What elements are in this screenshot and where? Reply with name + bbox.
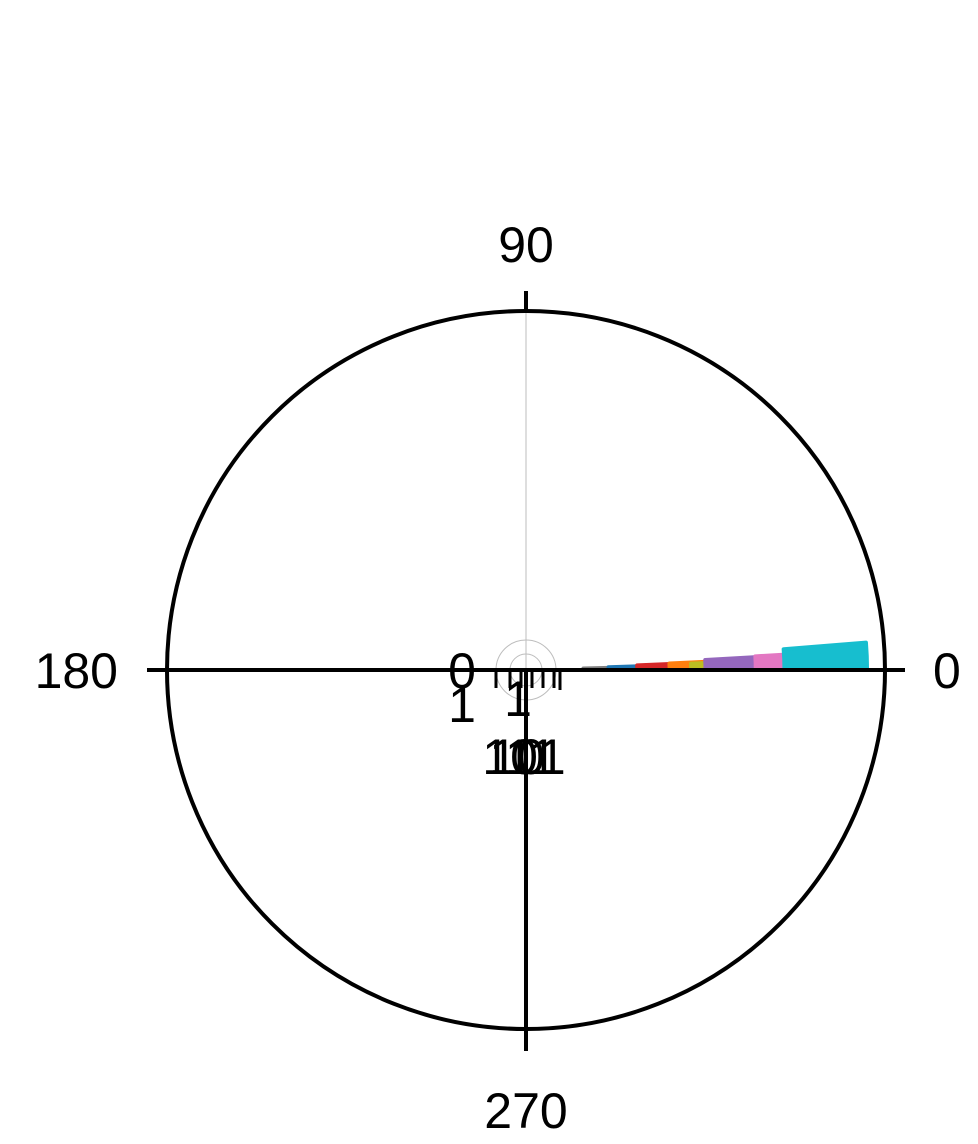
radial-label-10: 10 [489, 729, 545, 785]
radial-ticks [494, 670, 562, 690]
angle-label-180: 180 [35, 643, 118, 699]
wedge-series-8 [781, 640, 870, 672]
radial-label-0: 0 [448, 643, 476, 699]
radial-label-101: 101 [482, 729, 565, 785]
radial-label-outer: 1 [504, 671, 532, 727]
angle-label-270: 270 [484, 1083, 567, 1139]
radial-label-1: 1 [448, 677, 476, 733]
radial-label-11: 11 [505, 729, 557, 785]
data-wedges [581, 640, 870, 672]
angle-label-90: 90 [498, 217, 554, 273]
angle-label-0: 0 [933, 643, 961, 699]
